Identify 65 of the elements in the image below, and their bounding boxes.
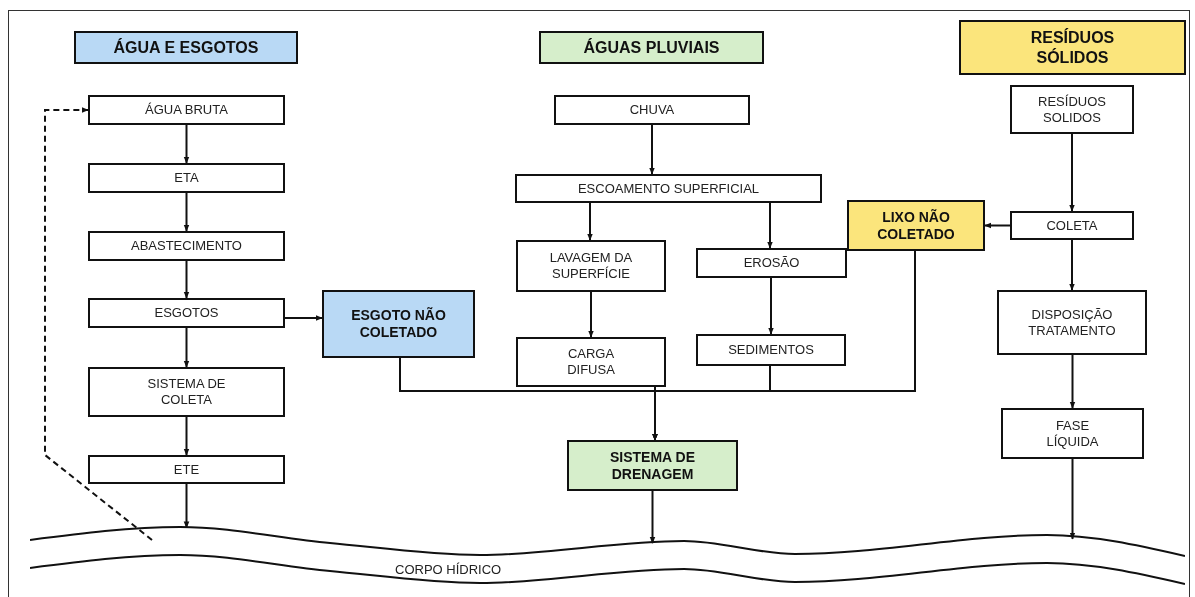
arrow: [183, 483, 190, 529]
arrow: [984, 222, 1011, 229]
box-label: FASE LÍQUIDA: [1045, 417, 1100, 450]
process-box: [554, 95, 750, 125]
box-label: SISTEMA DE COLETA: [146, 376, 227, 408]
box-label: SEDIMENTOS: [727, 342, 815, 358]
arrow: [767, 202, 773, 249]
arrow: [183, 327, 190, 368]
arrow: [588, 291, 594, 338]
process-box: [696, 334, 846, 366]
box-label: ESGOTOS: [153, 305, 220, 321]
process-box: [88, 298, 285, 328]
box-label: ÁGUA BRUTA: [144, 102, 229, 118]
process-box: [88, 231, 285, 261]
arrow: [652, 250, 916, 441]
box-label: CHUVA: [628, 102, 676, 118]
process-box: [1010, 85, 1134, 134]
process-box: [516, 337, 666, 387]
process-box: [88, 163, 285, 193]
arrow: [183, 124, 190, 164]
box-label: ÁGUAS PLUVIAIS: [582, 37, 721, 58]
dashed-arrow: [44, 107, 153, 541]
category-header: [539, 31, 764, 64]
box-label: EROSÃO: [742, 255, 801, 271]
box-label: ÁGUA E ESGOTOS: [112, 37, 260, 58]
arrow: [1069, 354, 1076, 409]
box-label: SISTEMA DE DRENAGEM: [608, 448, 696, 483]
arrow: [183, 260, 190, 299]
process-box: [88, 95, 285, 125]
process-box: [515, 174, 822, 203]
box-label: ABASTECIMENTO: [130, 238, 243, 254]
box-label: DISPOSIÇÃO TRATAMENTO: [1027, 306, 1117, 339]
process-box: [1010, 211, 1134, 240]
process-box: [516, 240, 666, 292]
box-label: ETA: [173, 170, 200, 186]
arrow: [183, 192, 190, 232]
process-box: [997, 290, 1147, 355]
process-box: [696, 248, 847, 278]
box-label: RESÍDUOS SÓLIDOS: [1029, 28, 1116, 67]
arrow: [1069, 458, 1076, 540]
arrow: [1069, 133, 1075, 212]
category-header: [959, 20, 1186, 75]
box-label: CARGA DIFUSA: [566, 346, 616, 378]
arrow: [649, 124, 655, 175]
highlight-box: [322, 290, 475, 358]
arrow: [649, 490, 656, 545]
box-label: ETE: [172, 461, 201, 478]
arrow: [284, 315, 323, 321]
box-label: LAVAGEM DA SUPERFÍCIE: [548, 250, 634, 282]
highlight-box: [567, 440, 738, 491]
category-header: [74, 31, 298, 64]
highlight-box: [847, 200, 985, 251]
river-label: CORPO HÍDRICO: [395, 562, 502, 577]
process-box: [88, 455, 285, 484]
box-label: RESÍDUOS SOLIDOS: [1037, 93, 1107, 126]
box-label: ESCOAMENTO SUPERFICIAL: [576, 180, 761, 197]
process-box: [88, 367, 285, 417]
arrow: [1069, 239, 1075, 291]
arrow: [587, 202, 593, 241]
box-label: ESGOTO NÃO COLETADO: [350, 307, 447, 341]
process-box: [1001, 408, 1144, 459]
arrow: [183, 416, 190, 456]
box-label: LIXO NÃO COLETADO: [876, 208, 956, 243]
box-label: COLETA: [1045, 217, 1099, 234]
arrow: [768, 277, 774, 335]
